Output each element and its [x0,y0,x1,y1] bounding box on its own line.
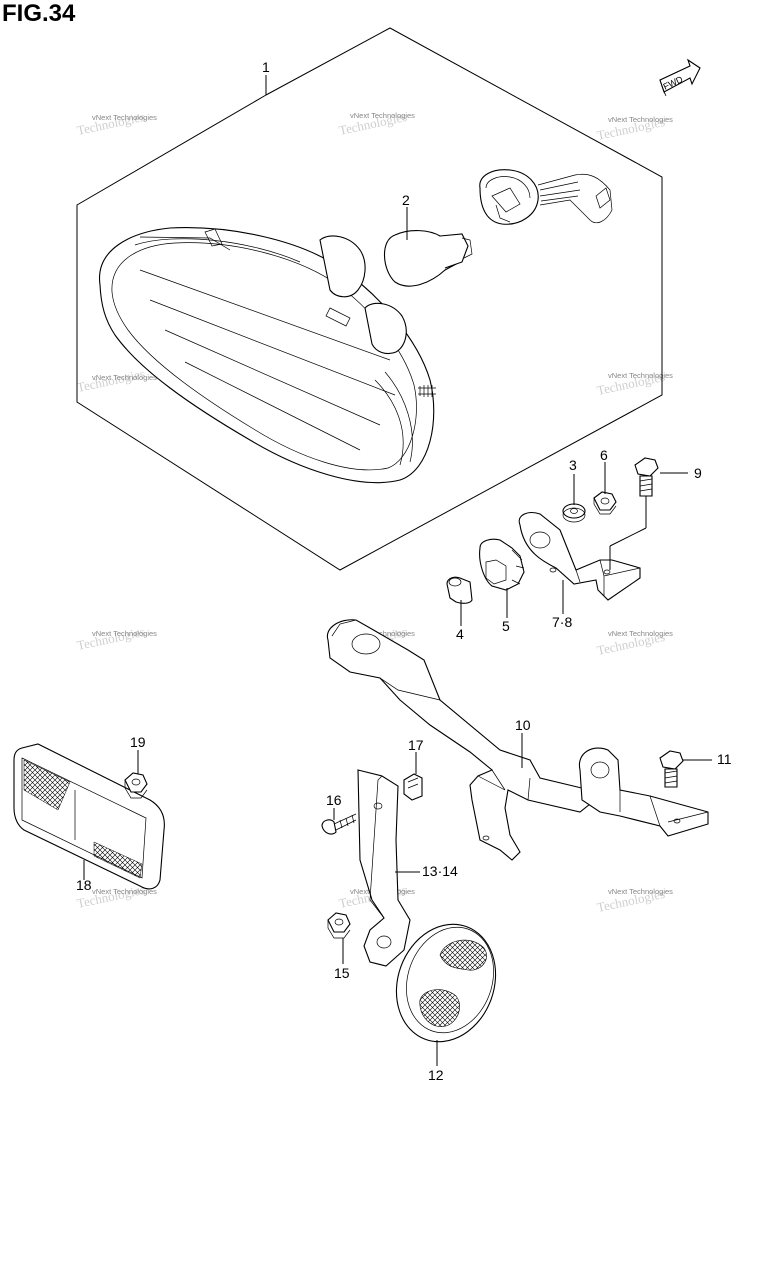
callout-6: 6 [600,447,608,463]
callout-3: 3 [569,457,577,473]
callout-9: 9 [694,465,702,481]
callout-11: 11 [717,751,732,767]
callout-17: 17 [408,737,424,753]
figure-title: FIG.34 [2,0,76,27]
callout-7-8: 7·8 [552,614,572,630]
watermark-text: vNext Technologies [350,629,415,638]
callout-13-14: 13·14 [422,863,458,879]
washer-part [562,503,586,523]
callout-16: 16 [326,792,342,808]
main-bracket-part [326,619,709,861]
watermark-text: vNext Technologies [608,887,673,896]
socket-part [479,169,613,225]
callout-12: 12 [428,1067,444,1083]
fwd-arrow-icon: FWD [659,58,701,97]
watermark-text: vNext Technologies [92,629,157,638]
callout-10: 10 [515,717,531,733]
watermark-text: vNext Technologies [608,115,673,124]
callout-4: 4 [456,626,464,642]
callout-labels: 1 2 3 4 5 6 7·8 9 10 11 12 13·14 15 16 1… [76,59,732,1083]
nut-part-19 [124,772,148,799]
callout-5: 5 [502,618,510,634]
bracket-part-7-8 [518,512,641,601]
nut-part [593,491,617,515]
bolt-part-11 [659,750,684,788]
leader-lines [83,75,712,1066]
callout-2: 2 [402,192,410,208]
tail-lamp-assembly [76,27,663,571]
nut-part-15 [327,912,351,939]
callout-1: 1 [262,59,270,75]
bolt-part-9 [634,457,659,497]
collar-part [446,576,473,604]
watermark-text: vNext Technologies [92,887,157,896]
clip-part [403,773,423,801]
round-reflector-part [395,923,497,1043]
grommet-part [479,538,525,591]
callout-15: 15 [334,965,350,981]
rect-reflector-part [13,743,165,890]
watermark-text: vNext Technologies [608,629,673,638]
watermark-text: vNext Technologies [350,111,415,120]
watermark-text: vNext Technologies [92,373,157,382]
assembly-boundary [76,27,663,571]
watermark-text: vNext Technologies [608,371,673,380]
callout-18: 18 [76,877,92,893]
tail-lamp-housing [99,227,436,484]
watermark-text: vNext Technologies [92,113,157,122]
stay-part [357,769,411,967]
callout-19: 19 [130,734,146,750]
bulb-part [383,230,473,287]
screw-part [321,813,357,835]
